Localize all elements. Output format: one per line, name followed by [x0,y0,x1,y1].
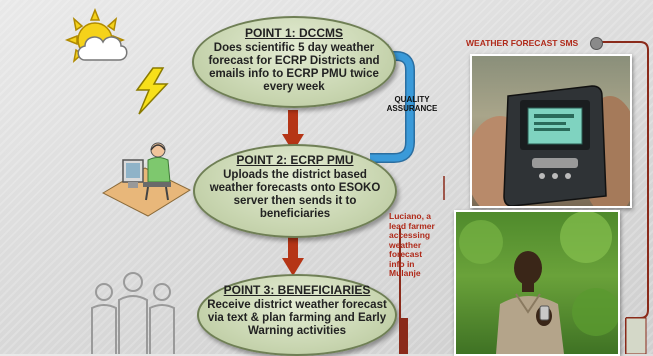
computer-user-icon [101,142,192,217]
point3-title: POINT 3: BENEFICIARIES [223,283,371,297]
weather-forecast-sms-label: WEATHER FORECAST SMS [466,38,579,48]
arrow-down-1 [282,110,304,152]
people-group-icon [91,272,175,354]
farmer-caption: Luciano, a lead farmer accessing weather… [389,211,435,279]
farmer-figure-icon [459,212,618,354]
point2-oval: POINT 2: ECRP PMU Uploads the district b… [193,144,397,238]
arrow-head [282,258,304,276]
quality-assurance-label: QUALITY ASSURANCE [386,95,438,114]
arrow-shaft [288,232,298,260]
point1-oval: POINT 1: DCCMS Does scientific 5 day wea… [192,16,396,108]
sms-label-marker-icon [590,37,603,50]
arrow-head [282,134,304,152]
point2-description: Uploads the district based weather forec… [209,168,381,221]
phone-icon [472,85,630,206]
point3-description: Receive district weather forecast via te… [207,298,387,338]
point1-description: Does scientific 5 day weather forecast f… [208,41,380,94]
point2-title: POINT 2: ECRP PMU [236,153,354,167]
farmer-photo [454,210,620,356]
point3-oval: POINT 3: BENEFICIARIES Receive district … [197,274,397,356]
sun-cloud-lightning-icon [64,8,169,115]
arrow-down-2 [282,232,304,276]
phone-sms-photo [470,54,632,208]
arrow-shaft [288,110,298,136]
point1-title: POINT 1: DCCMS [244,26,343,40]
